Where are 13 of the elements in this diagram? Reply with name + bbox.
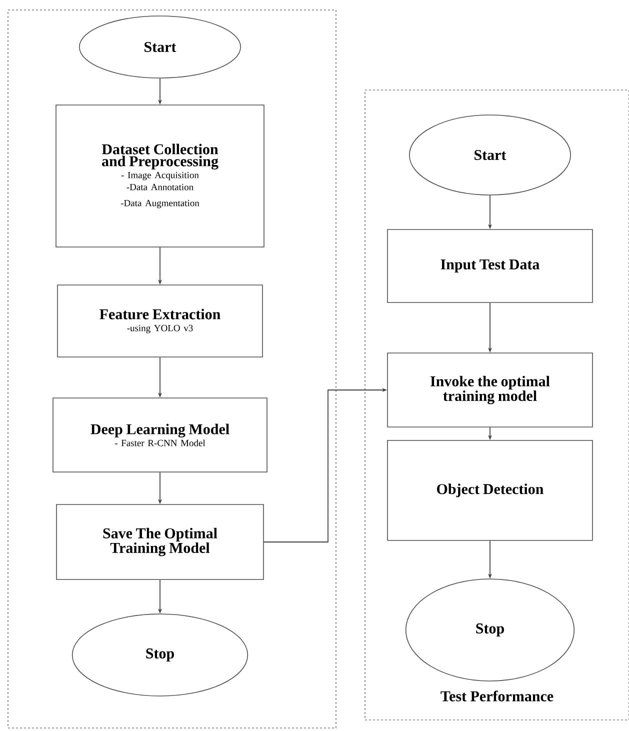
process-box: Deep Learning Model - Faster R-CNN Model (52, 398, 268, 472)
process-box: Invoke the optimal training model (387, 352, 593, 428)
panel-heading: Test Performance (440, 690, 554, 702)
terminal-oval: Stop (72, 614, 248, 696)
process-box: Object Detection (387, 440, 593, 541)
terminal-oval: Start (79, 16, 242, 78)
terminal-oval: Start (408, 114, 571, 196)
process-box: Input Test Data (387, 229, 593, 303)
process-box: Dataset Collection and Preprocessing - Image Acquisition -Data Annotation -Data Augmentation (56, 104, 264, 248)
process-box: Save The Optimal Training Model (56, 504, 264, 580)
terminal-oval: Stop (405, 578, 575, 682)
process-box: Feature Extraction -using YOLO v3 (57, 284, 263, 358)
panel-frame (7, 9, 337, 729)
